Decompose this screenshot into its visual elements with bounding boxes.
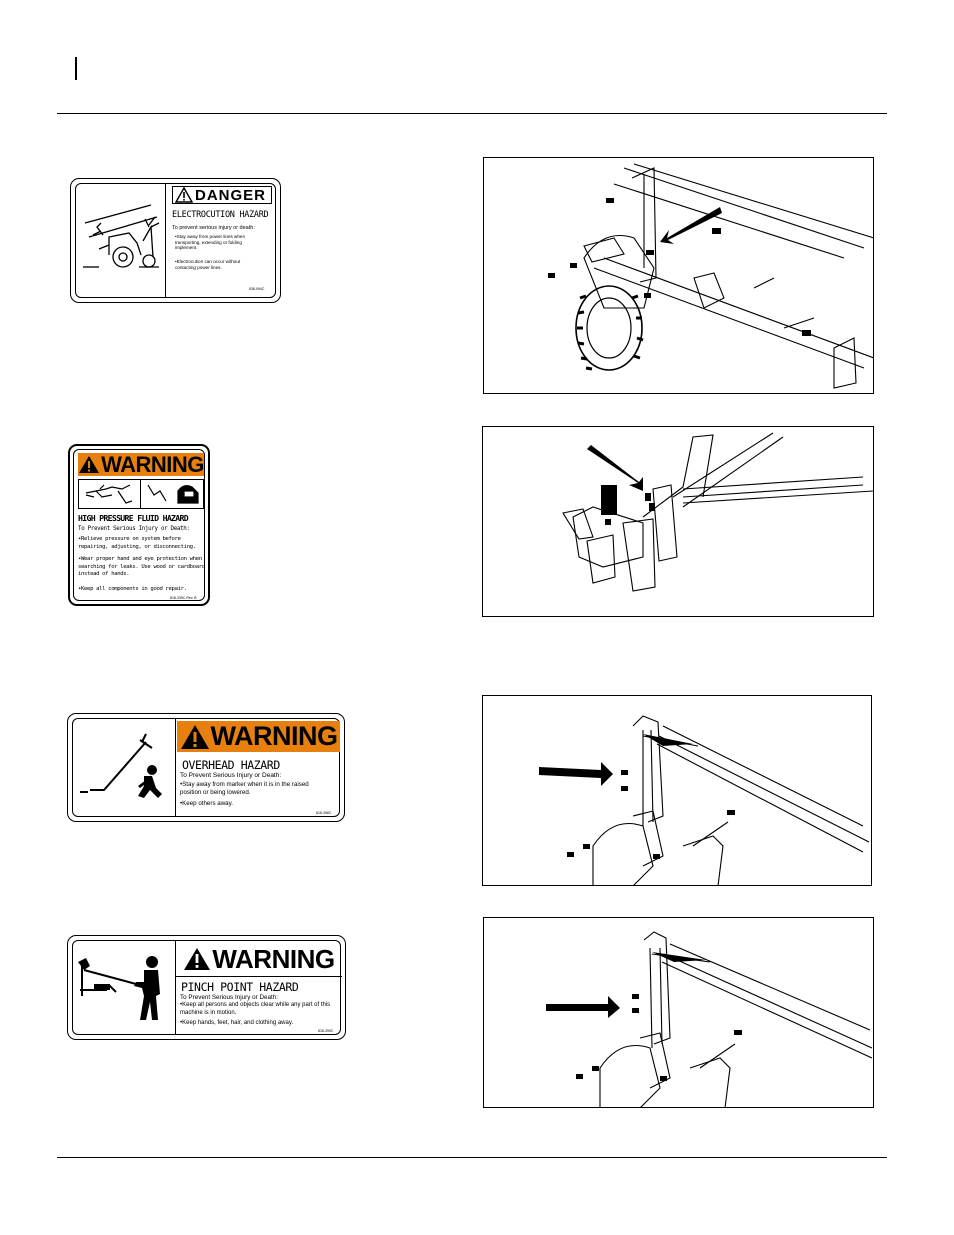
hose-face-shield-icon	[147, 484, 199, 504]
fluid-bullet-2: •Wear proper hand and eye protection whe…	[78, 556, 205, 578]
overhead-decal-code: 818-398C	[316, 811, 332, 815]
fluid-bullet-1: •Relieve pressure on system before repai…	[78, 536, 196, 550]
decal-location-illustration-1	[483, 157, 874, 394]
fluid-intro: To Prevent Serious Injury or Death:	[78, 526, 190, 532]
electrocution-bullet-2: •Electrocution can occur without contact…	[175, 259, 241, 270]
electrocution-intro: To prevent serious injury or death:	[172, 225, 255, 231]
electrocution-bullet-1: •Stay away from power lines when transpo…	[175, 234, 246, 251]
falling-marker-icon	[80, 733, 162, 798]
fluid-decal-code: 818-339C Rev. B	[170, 596, 197, 600]
arrow-pointer	[539, 762, 613, 786]
pinch-intro: To Prevent Serious Injury or Death:	[180, 994, 278, 1001]
hand-fluid-injection-icon	[85, 484, 133, 504]
warning-overhead-decal: WARNING OVERHEAD HAZARD To Prevent Serio…	[67, 713, 345, 822]
footer-rule	[57, 1157, 887, 1158]
overhead-signal-word: WARNING	[210, 721, 339, 751]
pinch-point-person-icon	[78, 956, 160, 1020]
danger-electrocution-decal: DANGER ELECTROCUTION HAZARD To prevent s…	[70, 178, 281, 303]
decal-location-illustration-2	[482, 426, 874, 617]
alert-triangle-icon	[180, 724, 209, 749]
header-rule	[57, 113, 887, 114]
electrocution-decal-code: 838-094C	[249, 287, 265, 291]
overhead-intro: To Prevent Serious Injury or Death:	[180, 772, 282, 779]
tire	[575, 285, 643, 371]
electrocution-hazard-title: ELECTROCUTION HAZARD	[172, 210, 269, 220]
arrow-pointer	[546, 996, 620, 1018]
overhead-bullet-2: •Keep others away.	[180, 800, 233, 807]
overhead-hazard-title: OVERHEAD HAZARD	[182, 758, 280, 772]
warning-high-pressure-fluid-decal: WARNING HIGH PRESSURE FLUID HAZARD To Pr…	[68, 444, 210, 606]
pinch-signal-word: WARNING	[212, 943, 335, 974]
tractor-power-line-icon	[83, 204, 160, 268]
fluid-warning-bar: WARNING	[78, 451, 204, 477]
pinch-hazard-title: PINCH POINT HAZARD	[181, 980, 299, 994]
pinch-signal-word-box: WARNING	[179, 944, 339, 974]
fluid-bullet-3: •Keep all components in good repair.	[78, 586, 187, 592]
fluid-hazard-title: HIGH PRESSURE FLUID HAZARD	[78, 513, 189, 523]
alert-triangle-icon	[79, 456, 100, 473]
arrow-pointer	[587, 445, 643, 491]
pinch-decal-code: 818-399C	[318, 1029, 334, 1033]
danger-signal-word: DANGER	[172, 186, 272, 204]
overhead-warning-bar: WARNING	[177, 721, 340, 752]
arrow-pointer	[660, 207, 722, 244]
decal-location-illustration-3	[482, 695, 872, 886]
alert-triangle-icon	[175, 187, 193, 203]
pinch-bullet-2: •Keep hands, feet, hair, and clothing aw…	[180, 1020, 294, 1026]
header-margin-bar	[75, 57, 77, 80]
warning-pinch-point-decal: WARNING PINCH POINT HAZARD To Prevent Se…	[67, 935, 346, 1040]
fluid-signal-word: WARNING	[101, 451, 204, 477]
pinch-bullet-1: •Keep all persons and objects clear whil…	[180, 1002, 331, 1016]
overhead-bullet-1: •Stay away from marker when it is in the…	[180, 781, 309, 797]
alert-triangle-icon	[184, 948, 211, 970]
decal-location-illustration-4	[483, 917, 874, 1108]
